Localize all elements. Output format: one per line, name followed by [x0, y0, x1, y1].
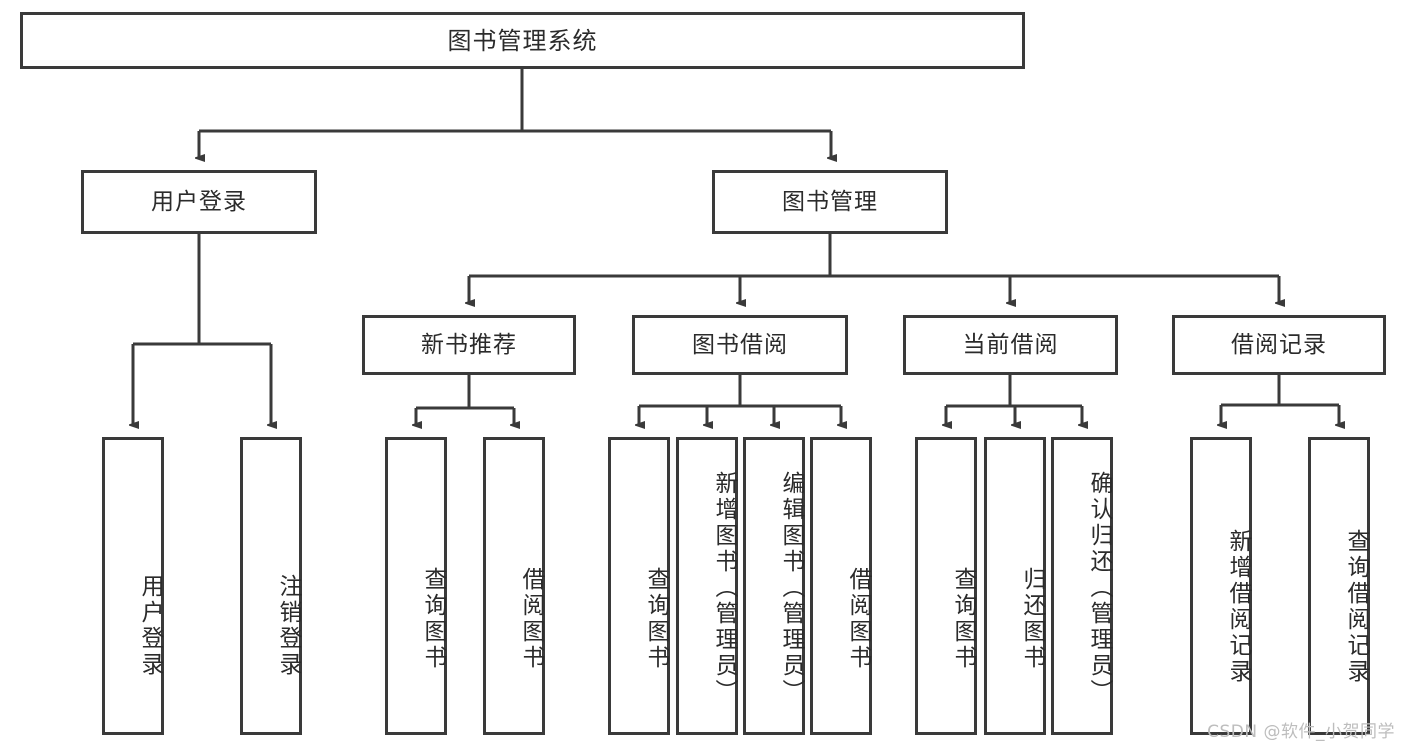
leaf-query-book-current[interactable]: 查询图书 — [915, 437, 977, 735]
node-book-management[interactable]: 图书管理 — [712, 170, 948, 234]
leaf-query-book-recommend[interactable]: 查询图书 — [385, 437, 447, 735]
leaf-borrow-book[interactable]: 借阅图书 — [810, 437, 872, 735]
node-user-login[interactable]: 用户登录 — [81, 170, 317, 234]
leaf-return-book[interactable]: 归还图书 — [984, 437, 1046, 735]
node-borrow-record[interactable]: 借阅记录 — [1172, 315, 1386, 375]
leaf-add-borrow-record[interactable]: 新增借阅记录 — [1190, 437, 1252, 735]
leaf-confirm-return-admin[interactable]: 确认归还（管理员） — [1051, 437, 1113, 735]
leaf-edit-book-admin[interactable]: 编辑图书（管理员） — [743, 437, 805, 735]
node-current-borrow[interactable]: 当前借阅 — [903, 315, 1118, 375]
leaf-logout-login[interactable]: 注销登录 — [240, 437, 302, 735]
node-book-borrow[interactable]: 图书借阅 — [632, 315, 848, 375]
leaf-borrow-book-recommend[interactable]: 借阅图书 — [483, 437, 545, 735]
csdn-watermark: CSDN @软件_小贺同学 — [1207, 722, 1395, 742]
leaf-user-login[interactable]: 用户登录 — [102, 437, 164, 735]
node-root-system[interactable]: 图书管理系统 — [20, 12, 1025, 69]
leaf-add-book-admin[interactable]: 新增图书（管理员） — [676, 437, 738, 735]
node-new-book-recommend[interactable]: 新书推荐 — [362, 315, 576, 375]
leaf-query-borrow-record[interactable]: 查询借阅记录 — [1308, 437, 1370, 735]
leaf-query-book-borrow[interactable]: 查询图书 — [608, 437, 670, 735]
